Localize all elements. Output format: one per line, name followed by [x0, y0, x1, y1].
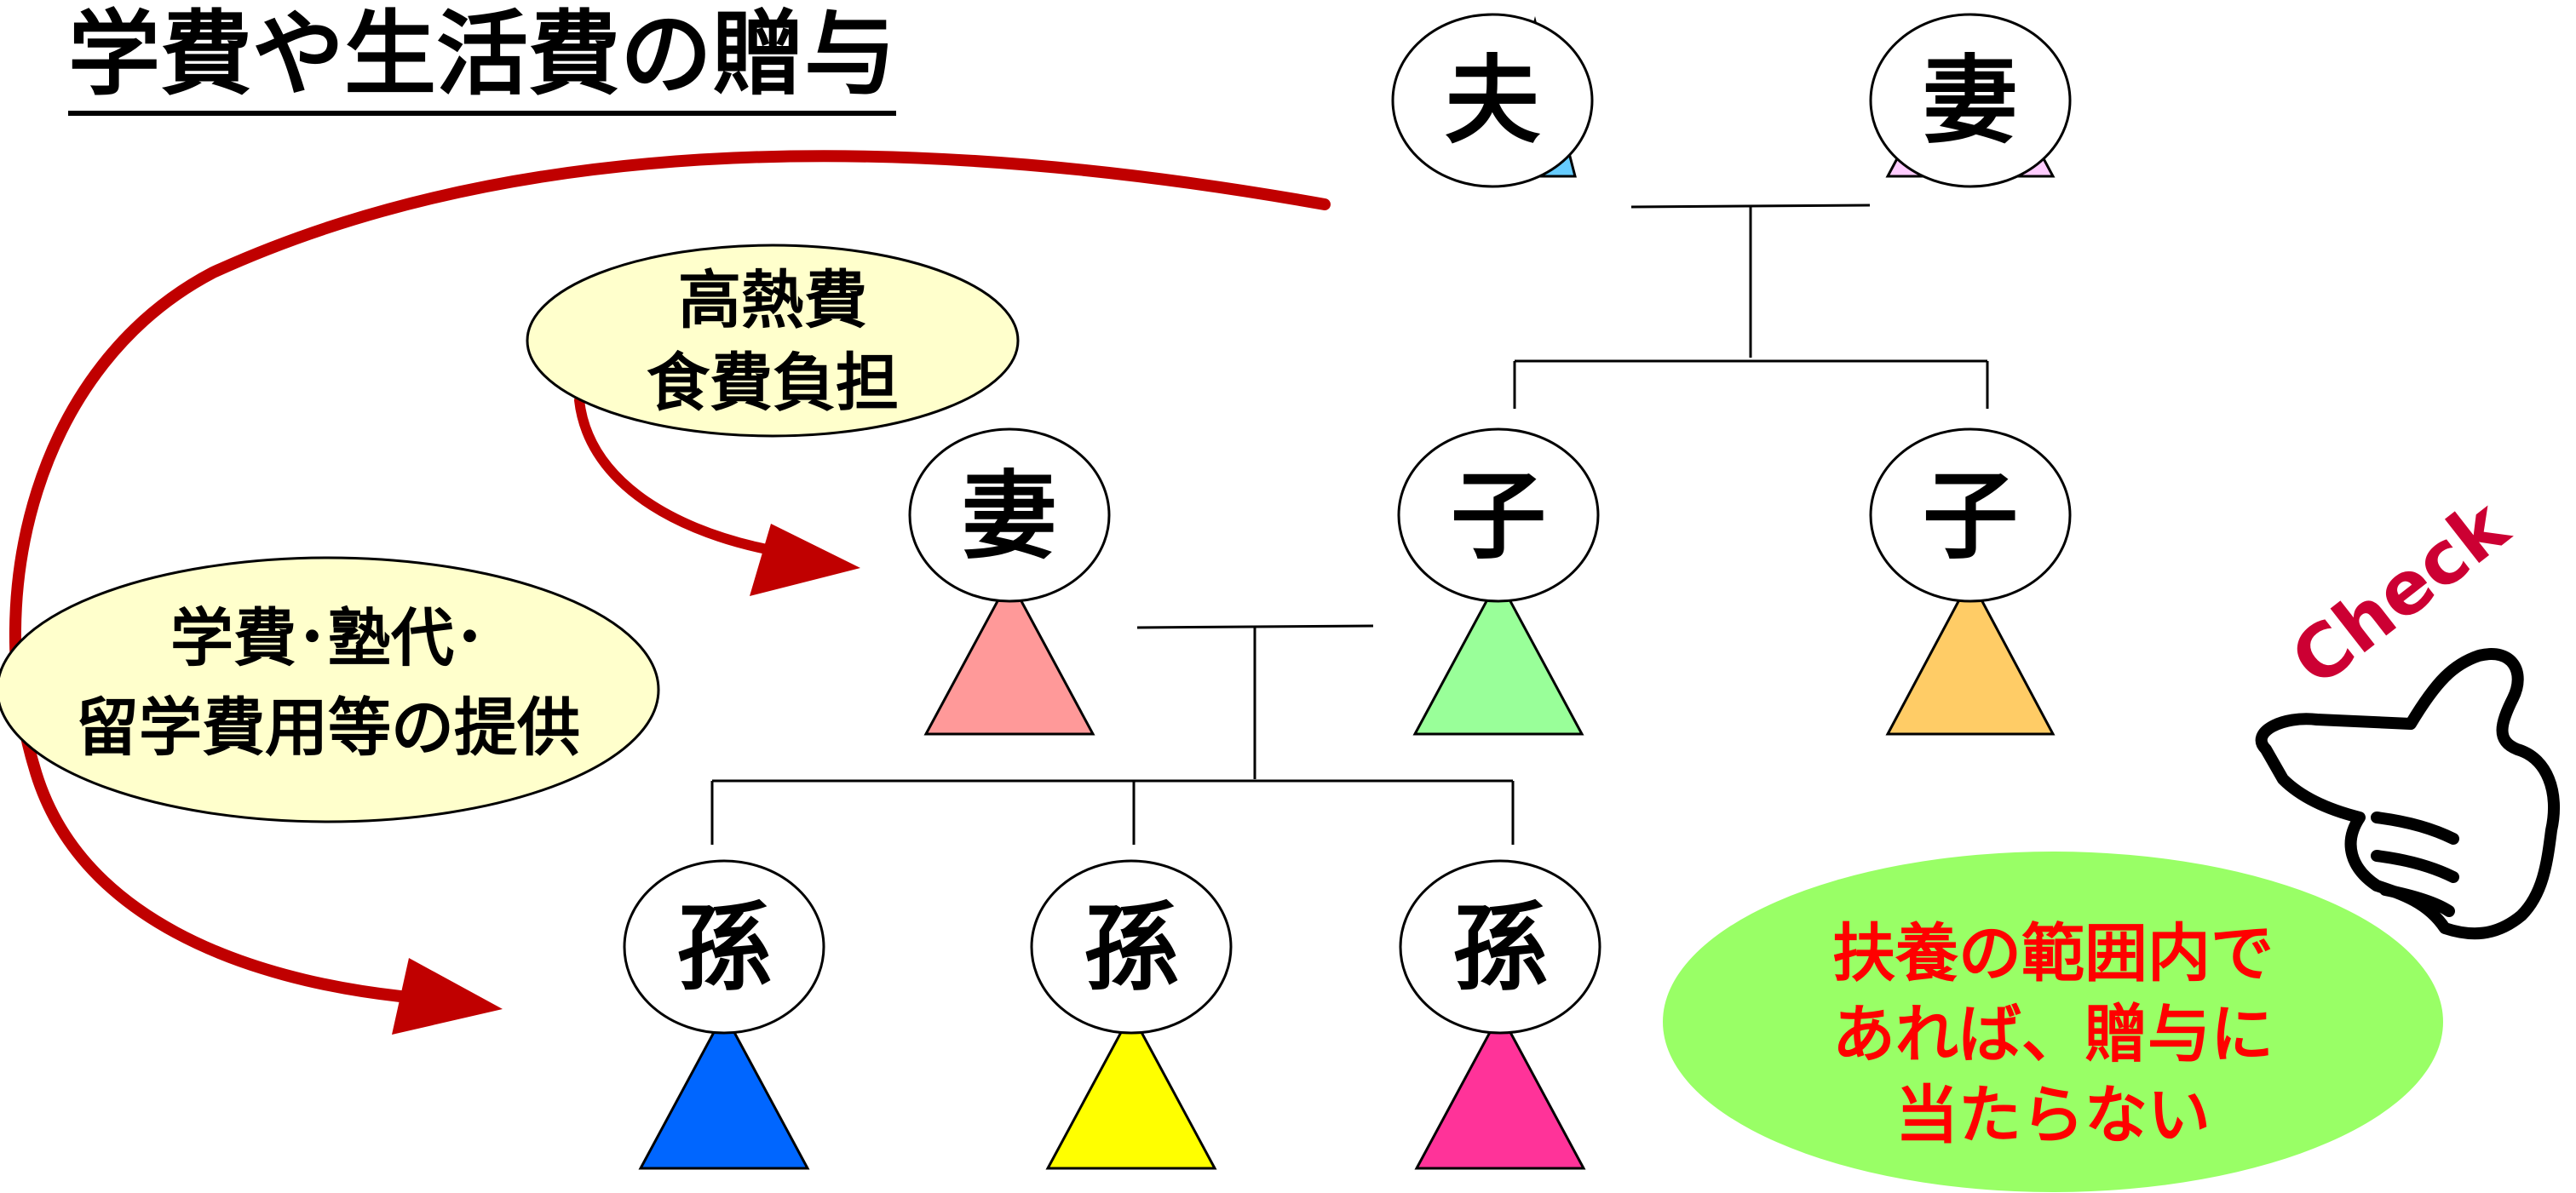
person-husband-label: 夫 — [1445, 46, 1541, 157]
person-child-2: 子 — [1869, 427, 2072, 736]
person-child-2-label: 子 — [1923, 462, 2018, 572]
person-grandchild-3: 孫 — [1399, 859, 1601, 1170]
person-grandchild-2: 孫 — [1030, 859, 1233, 1170]
person-child-1-label: 子 — [1451, 462, 1546, 572]
person-grandchild-2-label: 孫 — [1084, 893, 1179, 1004]
bubble-education-line2: 留学費用等の提供 — [76, 691, 580, 765]
bubble-note-line2: あれば、贈与に — [1832, 998, 2274, 1071]
bubble-medical-line2: 食費負担 — [647, 347, 899, 420]
pointing-hand-icon — [2255, 648, 2560, 940]
bubble-medical-line1: 高熱費 — [678, 264, 867, 337]
bubble-note: 扶養の範囲内で あれば、贈与に 当たらない — [1663, 852, 2443, 1192]
person-grandchild-3-label: 孫 — [1452, 893, 1548, 1004]
tree-connectors — [710, 204, 1989, 845]
person-grandchild-1-label: 孫 — [676, 893, 772, 1004]
bubble-medical: 高熱費 食費負担 — [526, 244, 1020, 438]
bubble-education-line1: 学費･塾代･ — [170, 602, 486, 675]
person-wife-mid-label: 妻 — [962, 462, 1057, 572]
arrow-education-curve — [9, 150, 1331, 1002]
person-wife-top-label: 妻 — [1923, 46, 2018, 157]
gift-arrows — [9, 150, 1331, 1002]
check-hand: Check — [2255, 483, 2560, 940]
bubble-note-line1: 扶養の範囲内で — [1832, 917, 2274, 990]
bubble-note-line3: 当たらない — [1895, 1079, 2211, 1152]
person-wife-top: 妻 — [1869, 13, 2072, 188]
person-wife-mid: 妻 — [908, 427, 1111, 736]
arrow-head-medical — [750, 524, 860, 596]
page-title: 学費や生活費の贈与 — [68, 0, 897, 116]
person-child-1: 子 — [1397, 427, 1600, 736]
arrow-head-education — [392, 958, 503, 1035]
arrow-heads — [392, 524, 860, 1035]
person-husband: 夫 — [1391, 13, 1594, 188]
person-grandchild-1: 孫 — [623, 859, 825, 1170]
arrow-medical-curve — [574, 395, 772, 554]
bubble-education: 学費･塾代･ 留学費用等の提供 — [0, 556, 660, 823]
